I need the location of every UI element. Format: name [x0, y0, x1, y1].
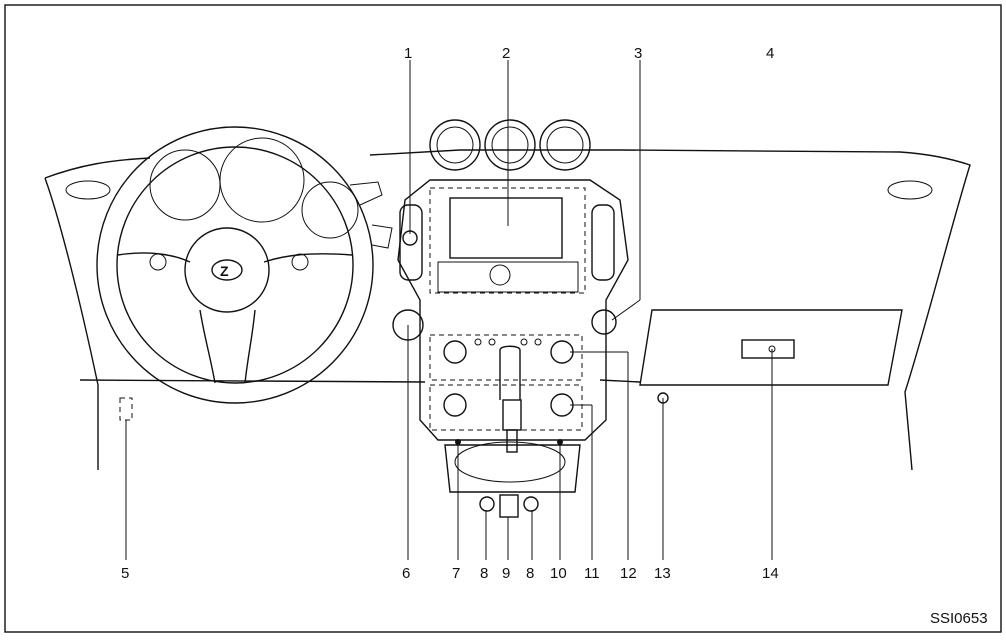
- steering-wheel: Z: [96, 126, 393, 404]
- callout-3: 3: [634, 45, 642, 62]
- callout-6: 6: [402, 565, 410, 582]
- callout-14: 14: [762, 565, 779, 582]
- callout-7: 7: [452, 565, 460, 582]
- glove-box: [639, 309, 903, 404]
- hood-release: [119, 397, 133, 421]
- figure-border: [4, 4, 1002, 633]
- center-stack: [392, 179, 629, 441]
- callout-labels: 1 2 3 4 5 6 7 8 9 8 10 11 12 13 14: [121, 45, 779, 582]
- top-gauges: [429, 119, 591, 171]
- figure-code: SSI0653: [930, 610, 988, 627]
- callout-5: 5: [121, 565, 129, 582]
- callout-9: 9: [502, 565, 510, 582]
- callout-1: 1: [404, 45, 412, 62]
- dashboard-outline: [44, 149, 971, 471]
- callout-12: 12: [620, 565, 637, 582]
- callout-13: 13: [654, 565, 671, 582]
- leader-lines: [125, 60, 773, 560]
- svg-text:Z: Z: [220, 263, 229, 279]
- callout-10: 10: [550, 565, 567, 582]
- callout-2: 2: [502, 45, 510, 62]
- callout-4: 4: [766, 45, 774, 62]
- callout-8a: 8: [480, 565, 488, 582]
- callout-11: 11: [584, 565, 600, 582]
- shift-console: [444, 345, 581, 518]
- callout-8b: 8: [526, 565, 534, 582]
